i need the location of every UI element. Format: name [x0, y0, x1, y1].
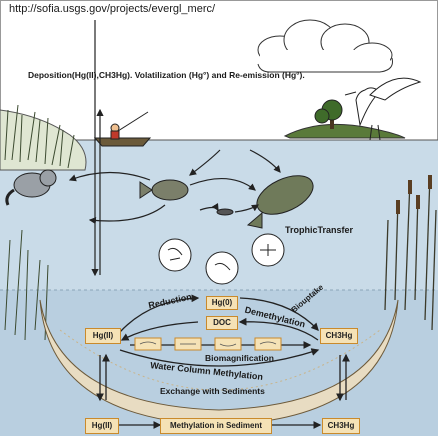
fish-small-icon [139, 179, 189, 201]
hgii-water-box: Hg(II) [85, 328, 121, 344]
reeds-left [4, 229, 49, 341]
methylation-in-sediment-box: Methylation in Sediment [160, 418, 272, 434]
tree-icon [314, 99, 343, 129]
doc-box: DOC [206, 316, 238, 330]
trophic-transfer-label: TrophicTransfer [285, 225, 354, 235]
island [283, 123, 406, 139]
biomag-boxes [134, 337, 282, 351]
exchange-with-sediments-label: Exchange with Sediments [160, 386, 265, 396]
hg0-box: Hg(0) [206, 296, 238, 310]
reeds-right [384, 174, 437, 331]
ch3hg-sediment-box: CH3Hg [322, 418, 360, 434]
source-url[interactable]: http://sofia.usgs.gov/projects/evergl_me… [7, 3, 218, 15]
marsh-grass-left [4, 104, 75, 169]
hgii-sediment-box: Hg(II) [85, 418, 119, 434]
egret-icon [344, 77, 422, 141]
raccoon-icon [5, 169, 57, 206]
ch3hg-water-box: CH3Hg [320, 328, 358, 344]
cloud-icon [257, 19, 393, 73]
fish-tiny-icon [216, 208, 234, 216]
deposition-label: Deposition(Hg(II),CH3Hg). Volatilization… [28, 70, 305, 80]
cattail-heads [396, 175, 432, 214]
biomagnification-label: Biomagnification [205, 353, 274, 363]
food-web-arrows [68, 149, 281, 225]
sediment-basin [39, 299, 399, 426]
plankton-icons [158, 233, 285, 285]
